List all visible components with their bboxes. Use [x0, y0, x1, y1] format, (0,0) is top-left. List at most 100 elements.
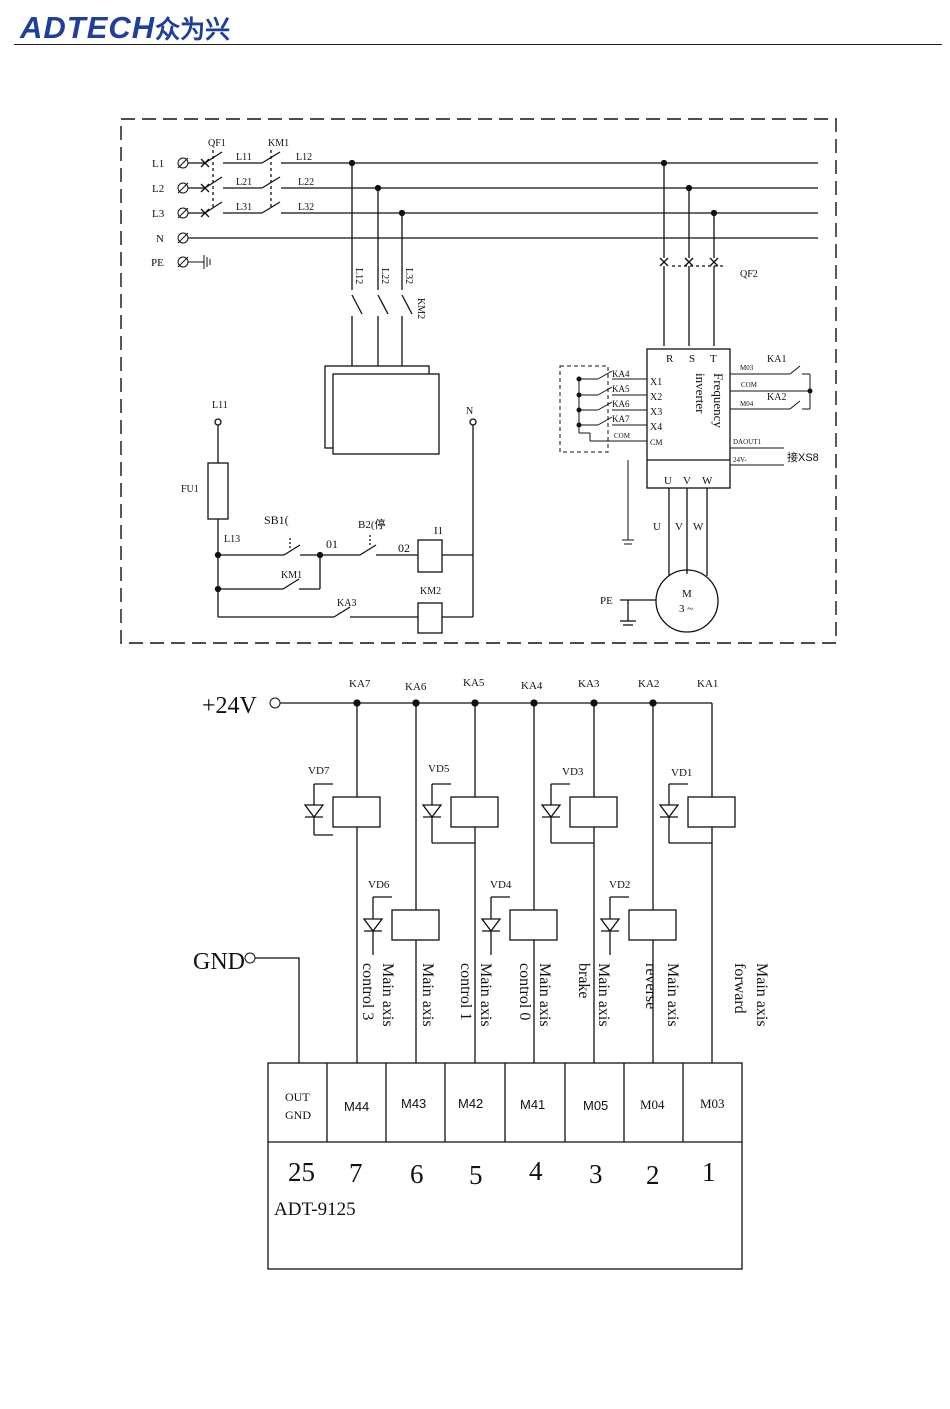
ctrl-node-01: 01: [326, 537, 338, 551]
pin-M44: M44: [344, 1099, 369, 1114]
motor-phase: 3 ~: [679, 603, 693, 615]
terminal-L1: L1: [152, 158, 164, 170]
inverter-title-1: Frequency: [711, 373, 726, 428]
diode-VD2: VD2: [609, 879, 630, 891]
pin-number-6: 6: [410, 1159, 424, 1189]
motor-label: M: [682, 588, 692, 600]
inverter-X3: X3: [650, 407, 662, 418]
ctrl-SB1: SB1(: [264, 513, 289, 527]
signal-6-line1: Main axis: [664, 963, 681, 1027]
pin-number-5: 5: [469, 1160, 483, 1190]
inverter-X2: X2: [650, 392, 662, 403]
pin-GND: GND: [285, 1108, 311, 1122]
drop-label-L32: L32: [403, 268, 414, 284]
label-KA2-inv: KA2: [767, 392, 786, 403]
inverter-W: W: [702, 475, 713, 487]
inverter-CM: CM: [650, 438, 662, 447]
label-DAOUT1: DAOUT1: [733, 438, 761, 446]
label-QF1: QF1: [208, 138, 226, 149]
motor-wire-U: U: [653, 521, 661, 533]
pin-M03: M03: [700, 1096, 725, 1111]
pin-number-3: 3: [589, 1159, 603, 1189]
pin-M05: M05: [583, 1098, 608, 1113]
signal-1-line2: control 3: [359, 963, 376, 1020]
label-24V: 24V-: [733, 456, 747, 464]
gnd-wire: [255, 957, 300, 1063]
label-COM-left: COM: [614, 432, 631, 440]
ctrl-node-02: 02: [398, 541, 410, 555]
diode-VD5: VD5: [428, 763, 450, 775]
relay-lower-row: [362, 703, 677, 955]
ctrl-L13: L13: [224, 534, 240, 545]
brand-name: ADTECH: [20, 10, 156, 45]
signal-7-line1: Main axis: [753, 963, 770, 1027]
relay-label-KA5: KA5: [463, 677, 485, 689]
label-KA1-inv: KA1: [767, 354, 786, 365]
inverter-supply: [646, 159, 731, 489]
inverter-V: V: [683, 475, 691, 487]
signal-wires: [356, 955, 654, 1063]
terminal-PE: PE: [151, 257, 164, 269]
signal-4-line1: Main axis: [536, 963, 553, 1027]
main-supply-lines: [188, 150, 818, 239]
label-COM-right: COM: [741, 381, 758, 389]
diode-VD4: VD4: [490, 879, 512, 891]
pin-number-1: 1: [702, 1157, 716, 1187]
drop-label-L22: L22: [379, 268, 390, 284]
ctrl-KM1: KM1: [281, 570, 302, 581]
relay-label-KA6: KA6: [405, 681, 427, 693]
pin-M41: M41: [520, 1097, 545, 1112]
pin-number-4: 4: [529, 1156, 543, 1186]
signal-6-line2: reverse: [642, 963, 659, 1009]
label-L22: L22: [298, 177, 314, 188]
inverter-T: T: [710, 353, 717, 365]
signal-4-line2: control 0: [516, 963, 533, 1020]
pin-M42: M42: [458, 1096, 483, 1111]
label-KM1: KM1: [268, 138, 289, 149]
gnd-terminal: [244, 952, 256, 964]
label-KA7: KA7: [612, 414, 630, 424]
diode-VD3: VD3: [562, 766, 584, 778]
inverter-title-2: inverter: [693, 373, 708, 414]
brand-name-cn: 众为兴: [155, 15, 231, 44]
motor-wiring: [620, 488, 719, 633]
pin-number-2: 2: [646, 1160, 660, 1190]
ctrl-B2: B2(停: [358, 517, 386, 531]
label-QF2: QF2: [740, 269, 758, 280]
inverter-X4: X4: [650, 422, 662, 433]
ctrl-L11: L11: [212, 400, 228, 411]
diode-VD7: VD7: [308, 765, 330, 777]
pin-M43: M43: [401, 1096, 426, 1111]
motor-wire-W: W: [693, 521, 704, 533]
label-L31: L31: [236, 202, 252, 213]
relay-label-KA1: KA1: [697, 678, 718, 690]
label-L12: L12: [296, 152, 312, 163]
diode-VD6: VD6: [368, 879, 390, 891]
inverter-X1: X1: [650, 377, 662, 388]
power-circuit-frame: [120, 118, 837, 644]
inverter-input-contacts: [559, 365, 647, 545]
drop-label-L12: L12: [353, 268, 364, 284]
ctrl-KA3: KA3: [337, 598, 356, 609]
control-circuit: [207, 418, 477, 634]
relay-label-KA3: KA3: [578, 678, 600, 690]
ctrl-coil-I1: I1: [434, 525, 443, 537]
pin-number-7: 7: [349, 1158, 363, 1188]
relay-label-KA4: KA4: [521, 680, 543, 692]
label-L21: L21: [236, 177, 252, 188]
ctrl-N: N: [466, 406, 473, 417]
header-rule: [14, 44, 942, 45]
label-KA5: KA5: [612, 384, 630, 394]
label-KA4: KA4: [612, 369, 630, 379]
signal-3-line2: control 1: [457, 963, 474, 1020]
diode-VD1: VD1: [671, 767, 692, 779]
inverter-U: U: [664, 475, 672, 487]
signal-1-line1: Main axis: [379, 963, 396, 1027]
inverter-output-contacts: [730, 365, 813, 466]
signal-2-line1: Main axis: [419, 963, 436, 1027]
km2-branch: [324, 159, 440, 455]
signal-7-line2: forward: [731, 963, 748, 1014]
motor-PE: PE: [600, 595, 613, 607]
relay-label-KA7: KA7: [349, 678, 371, 690]
